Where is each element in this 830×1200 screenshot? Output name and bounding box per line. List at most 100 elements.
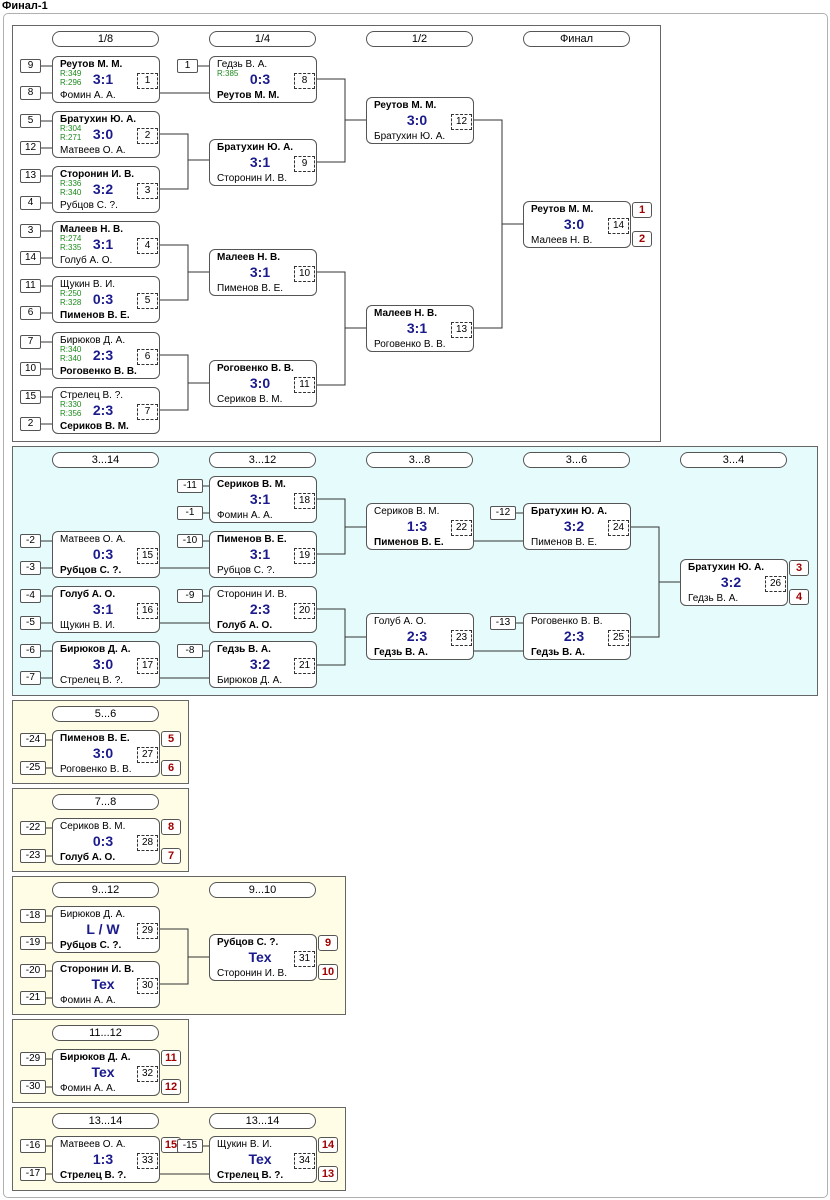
- match-10[interactable]: Малеев Н. В. 3:1 10 Пименов В. Е.: [209, 249, 317, 296]
- player-2: Фомин А. А.: [60, 995, 116, 1006]
- match-13[interactable]: Малеев Н. В. 3:1 13 Роговенко В. В.: [366, 305, 474, 352]
- match-number: 26: [765, 576, 786, 592]
- player-2: Сторонин И. В.: [217, 968, 287, 979]
- match-11[interactable]: Роговенко В. В. 3:0 11 Сериков В. М.: [209, 360, 317, 407]
- match-22[interactable]: Сериков В. М. 1:3 22 Пименов В. Е.: [366, 503, 474, 550]
- rating-2: R:328: [60, 298, 82, 307]
- match-number: 19: [294, 548, 315, 564]
- player-2: Фомин А. А.: [217, 510, 273, 521]
- rating-1: R:340: [60, 345, 82, 354]
- match-34[interactable]: Щукин В. И. Tex 34 Стрелец В. ?.: [209, 1136, 317, 1183]
- seed-badge: -11: [177, 479, 203, 493]
- player-1: Реутов М. М.: [374, 100, 437, 111]
- round-label-3-8: 3...8: [366, 452, 473, 468]
- seed-badge: 4: [20, 196, 41, 210]
- player-1: Бирюков Д. А.: [60, 335, 126, 346]
- match-number: 28: [137, 835, 158, 851]
- match-number: 11: [294, 377, 315, 393]
- round-label-final: Финал: [523, 31, 630, 47]
- match-2[interactable]: Братухин Ю. А. R:304 R:271 3:0 2 Матвеев…: [52, 111, 160, 158]
- match-6[interactable]: Бирюков Д. А. R:340 R:340 2:3 6 Роговенк…: [52, 332, 160, 379]
- place-badge: 5: [161, 731, 181, 747]
- match-number: 18: [294, 493, 315, 509]
- match-score: Tex: [91, 1064, 115, 1080]
- match-15[interactable]: Матвеев О. А. 0:3 15 Рубцов С. ?.: [52, 531, 160, 578]
- seed-badge: -4: [20, 589, 41, 603]
- player-1: Реутов М. М.: [60, 59, 123, 70]
- place-badge: 10: [318, 964, 338, 980]
- match-23[interactable]: Голуб А. О. 2:3 23 Гедзь В. А.: [366, 613, 474, 660]
- round-label-3-12: 3...12: [209, 452, 316, 468]
- match-9[interactable]: Братухин Ю. А. 3:1 9 Сторонин И. В.: [209, 139, 317, 186]
- place-badge: 1: [632, 202, 652, 218]
- round-label-3-4: 3...4: [680, 452, 787, 468]
- seed-badge: -9: [177, 589, 203, 603]
- seed-badge: 7: [20, 335, 41, 349]
- player-1: Братухин Ю. А.: [688, 562, 765, 573]
- seed-badge: 5: [20, 114, 41, 128]
- match-19[interactable]: Пименов В. Е. 3:1 19 Рубцов С. ?.: [209, 531, 317, 578]
- round-label-1-8: 1/8: [52, 31, 159, 47]
- match-score: 3:0: [249, 375, 271, 391]
- seed-badge: -19: [20, 936, 46, 950]
- match-score: 3:1: [249, 491, 271, 507]
- match-1[interactable]: Реутов М. М. R:349 R:296 3:1 1 Фомин А. …: [52, 56, 160, 103]
- match-27[interactable]: Пименов В. Е. 3:0 27 Роговенко В. В.: [52, 730, 160, 777]
- match-16[interactable]: Голуб А. О. 3:1 16 Щукин В. И.: [52, 586, 160, 633]
- match-4[interactable]: Малеев Н. В. R:274 R:335 3:1 4 Голуб А. …: [52, 221, 160, 268]
- match-number: 2: [137, 128, 158, 144]
- player-2: Стрелец В. ?.: [60, 675, 124, 686]
- match-12[interactable]: Реутов М. М. 3:0 12 Братухин Ю. А.: [366, 97, 474, 144]
- seed-badge: -6: [20, 644, 41, 658]
- match-33[interactable]: Матвеев О. А. 1:3 33 Стрелец В. ?.: [52, 1136, 160, 1183]
- match-20[interactable]: Сторонин И. В. 2:3 20 Голуб А. О.: [209, 586, 317, 633]
- player-1: Роговенко В. В.: [217, 363, 294, 374]
- match-31[interactable]: Рубцов С. ?. Tex 31 Сторонин И. В.: [209, 934, 317, 981]
- match-number: 20: [294, 603, 315, 619]
- match-number: 12: [451, 114, 472, 130]
- match-29[interactable]: Бирюков Д. А. L / W 29 Рубцов С. ?.: [52, 906, 160, 953]
- player-2: Гедзь В. А.: [688, 593, 739, 604]
- match-score: 3:1: [92, 236, 114, 252]
- match-24[interactable]: Братухин Ю. А. 3:2 24 Пименов В. Е.: [523, 503, 631, 550]
- round-label-9-12: 9...12: [52, 882, 159, 898]
- seed-badge: 10: [20, 362, 41, 376]
- place-badge: 3: [789, 560, 809, 576]
- match-number: 14: [608, 218, 629, 234]
- match-score: 3:2: [249, 656, 271, 672]
- match-score: 2:3: [406, 628, 428, 644]
- match-score: 2:3: [249, 601, 271, 617]
- round-label-13-14: 13...14: [52, 1113, 159, 1129]
- match-number: 10: [294, 266, 315, 282]
- player-1: Голуб А. О.: [374, 616, 427, 627]
- match-score: 0:3: [92, 546, 114, 562]
- match-score: 0:3: [249, 71, 271, 87]
- seed-badge: -17: [20, 1167, 46, 1181]
- round-label-11-12: 11...12: [52, 1025, 159, 1041]
- match-14-final[interactable]: Реутов М. М. 3:0 14 Малеев Н. В.: [523, 201, 631, 248]
- match-30[interactable]: Сторонин И. В. Tex 30 Фомин А. А.: [52, 961, 160, 1008]
- seed-badge: 9: [20, 59, 41, 73]
- rating-1: R:336: [60, 179, 82, 188]
- match-score: 3:1: [92, 601, 114, 617]
- match-17[interactable]: Бирюков Д. А. 3:0 17 Стрелец В. ?.: [52, 641, 160, 688]
- match-score: 2:3: [92, 402, 114, 418]
- match-26[interactable]: Братухин Ю. А. 3:2 26 Гедзь В. А.: [680, 559, 788, 606]
- seed-badge: -21: [20, 991, 46, 1005]
- match-number: 17: [137, 658, 158, 674]
- match-32[interactable]: Бирюков Д. А. Tex 32 Фомин А. А.: [52, 1049, 160, 1096]
- rating-2: R:335: [60, 243, 82, 252]
- rating-1: R:250: [60, 289, 82, 298]
- match-5[interactable]: Щукин В. И. R:250 R:328 0:3 5 Пименов В.…: [52, 276, 160, 323]
- match-25[interactable]: Роговенко В. В. 2:3 25 Гедзь В. А.: [523, 613, 631, 660]
- match-7[interactable]: Стрелец В. ?. R:330 R:356 2:3 7 Сериков …: [52, 387, 160, 434]
- match-28[interactable]: Сериков В. М. 0:3 28 Голуб А. О.: [52, 818, 160, 865]
- player-1: Бирюков Д. А.: [60, 644, 131, 655]
- match-18[interactable]: Сериков В. М. 3:1 18 Фомин А. А.: [209, 476, 317, 523]
- seed-badge: -5: [20, 616, 41, 630]
- match-3[interactable]: Сторонин И. В. R:336 R:340 3:2 3 Рубцов …: [52, 166, 160, 213]
- player-2: Сторонин И. В.: [217, 173, 287, 184]
- match-8[interactable]: Гедзь В. А. R:385 0:3 8 Реутов М. М.: [209, 56, 317, 103]
- match-score: 2:3: [563, 628, 585, 644]
- match-21[interactable]: Гедзь В. А. 3:2 21 Бирюков Д. А.: [209, 641, 317, 688]
